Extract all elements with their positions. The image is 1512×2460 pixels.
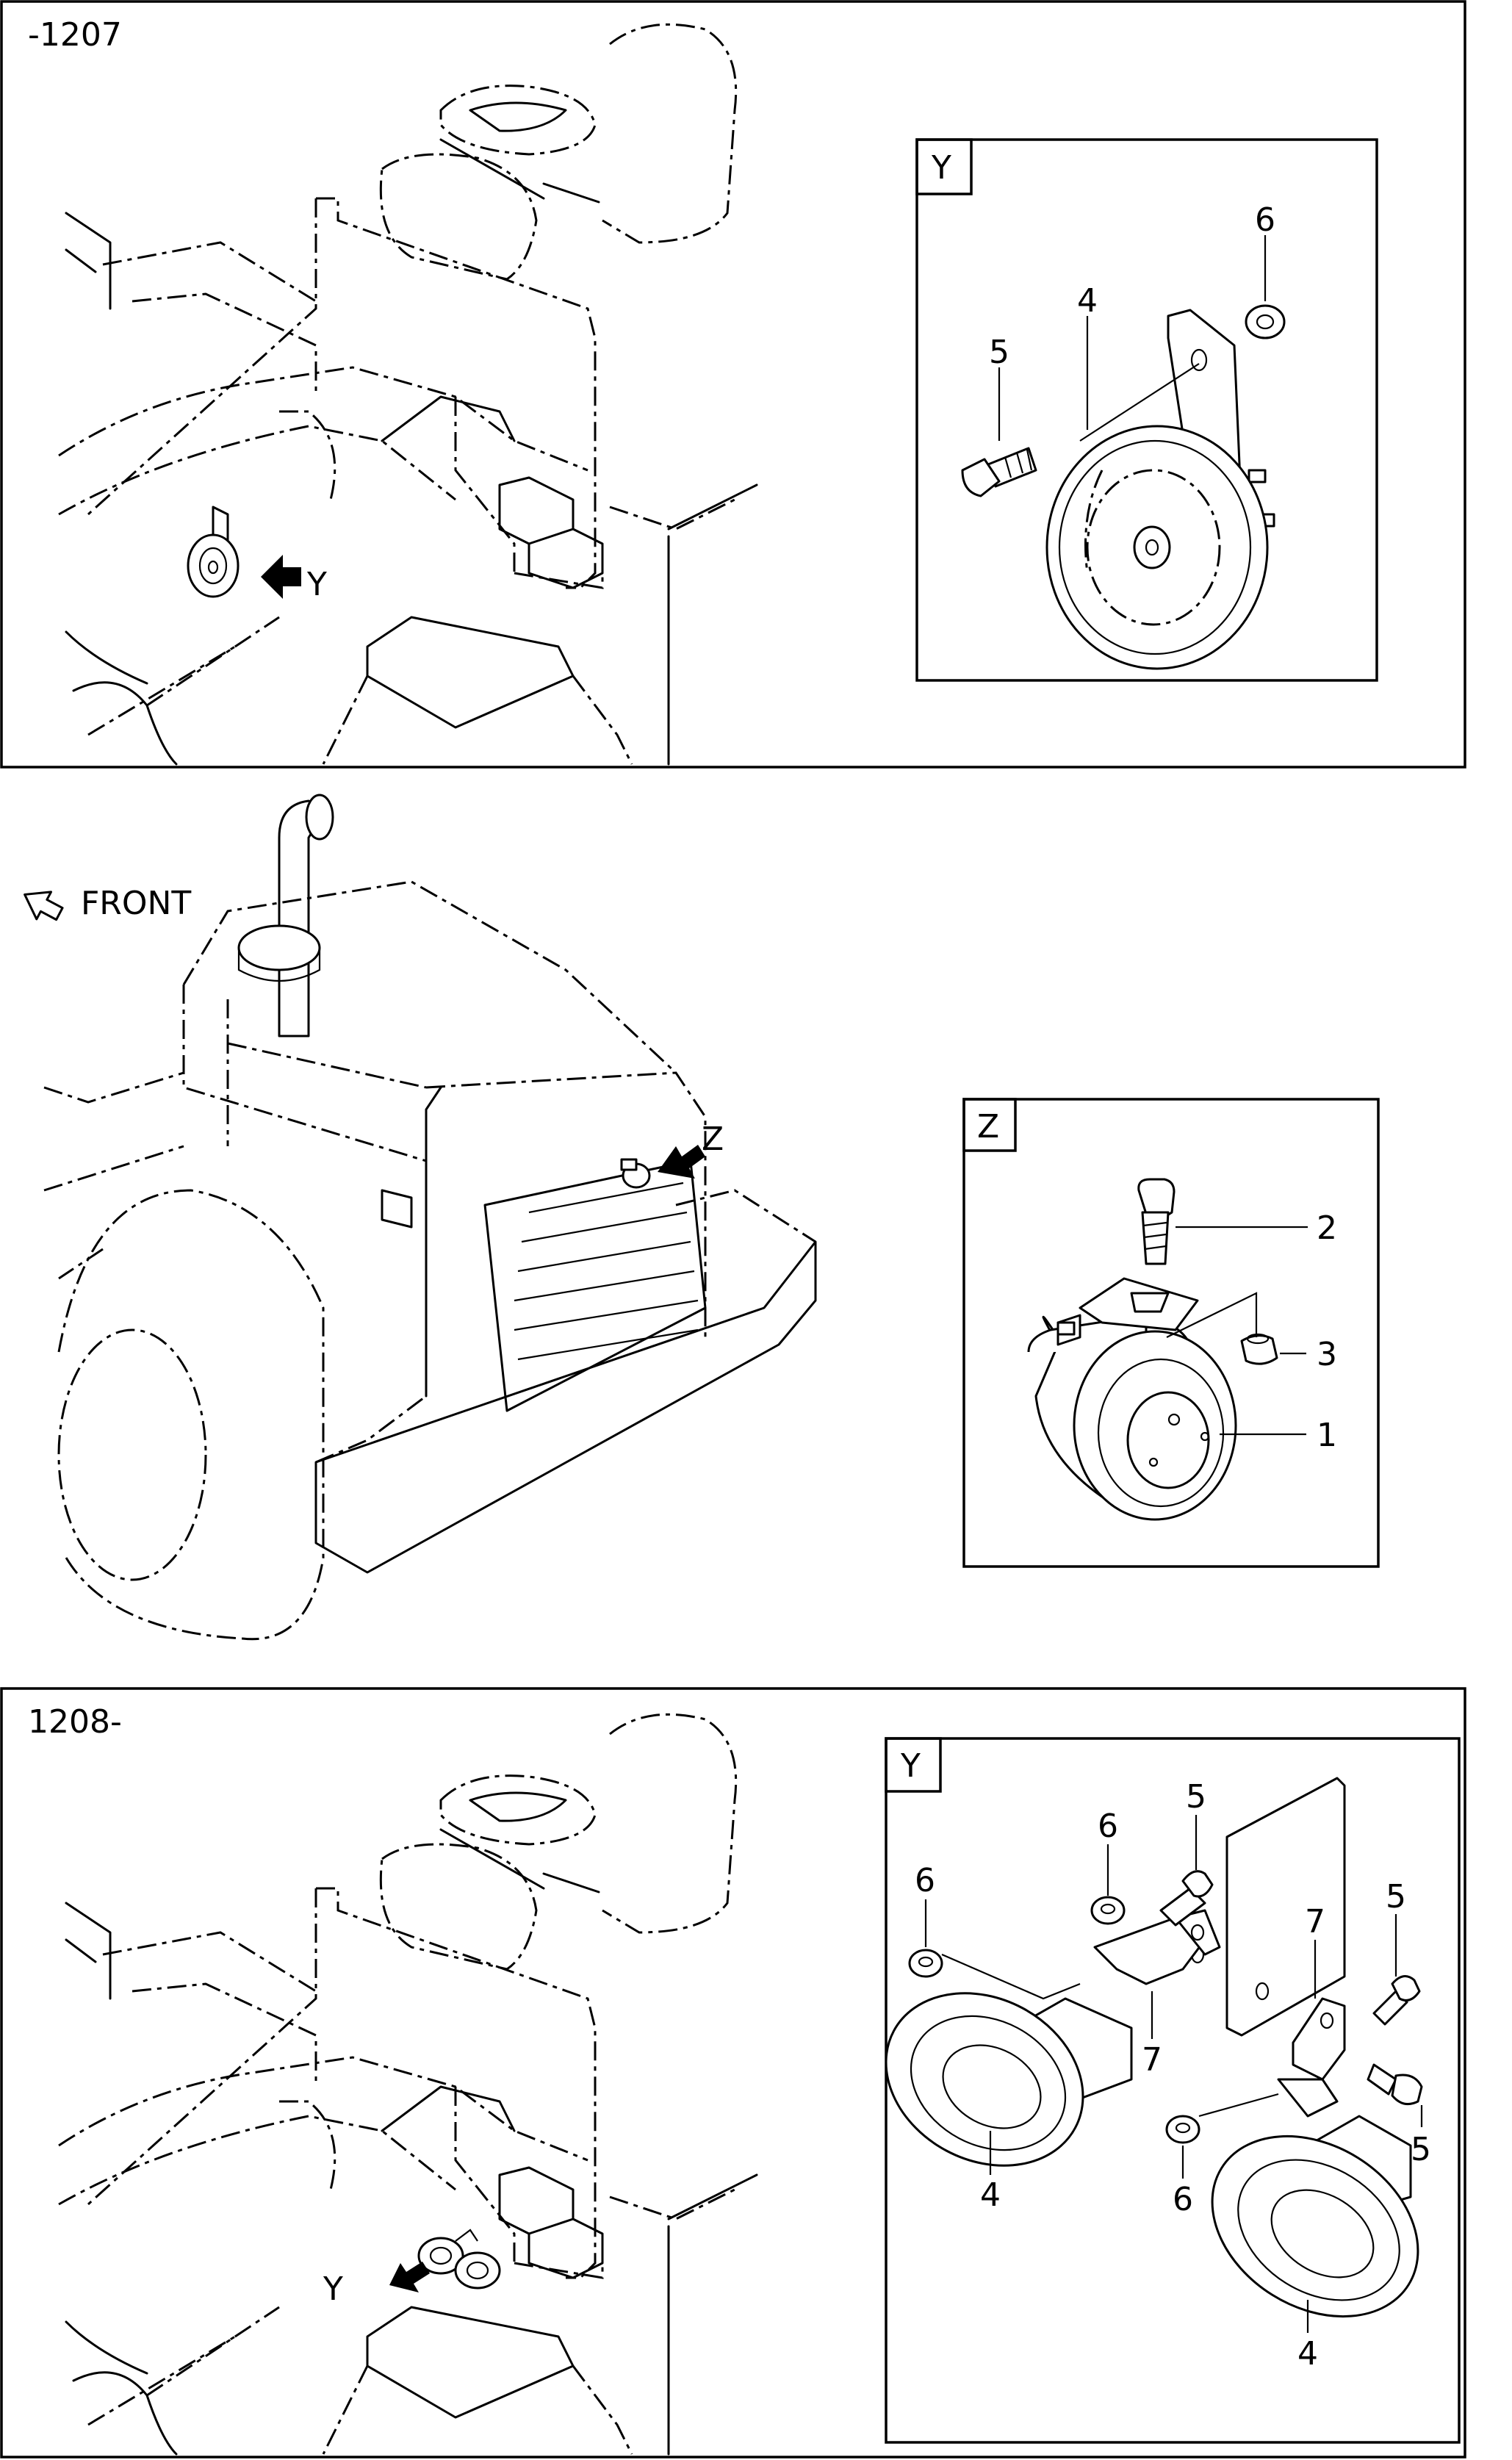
- panel-1-horn-detail: [961, 235, 1286, 670]
- panel-3-detail-frame: [885, 1737, 1461, 2444]
- front-label: FRONT: [81, 885, 191, 922]
- panel-3-detail-tag: [885, 1737, 942, 1793]
- panel-3-horn-location: [417, 2229, 501, 2290]
- panel-2-z-arrow-icon: [658, 1145, 705, 1179]
- panel-1-frame: [0, 0, 1466, 769]
- panel-3-pointer-label: Y: [323, 2270, 343, 2308]
- front-arrow-icon: [24, 891, 64, 921]
- panel-3-callout-4-left: 4: [980, 2176, 1001, 2214]
- panel-1-view-label: Y: [931, 149, 951, 187]
- panel-2-callout-2: 2: [1317, 1209, 1337, 1247]
- panel-3-horns-detail: [885, 1777, 1423, 2333]
- panel-2-pointer-label: Z: [702, 1121, 724, 1158]
- panel-2-callout-1: 1: [1317, 1417, 1337, 1454]
- panel-3-callout-5-bottom: 5: [1411, 2131, 1431, 2168]
- panel-1-callout-6: 6: [1255, 201, 1275, 239]
- panel-1-detail-frame: [915, 138, 1378, 682]
- panel-2-view-label: Z: [977, 1108, 999, 1146]
- panel-3-callout-5-right: 5: [1386, 1878, 1406, 1916]
- panel-1: -1207: [0, 0, 1466, 769]
- panel-2-detail-tag: [962, 1098, 1017, 1152]
- panel-1-callout-5: 5: [989, 334, 1009, 371]
- panel-3-callout-6-left: 6: [915, 1862, 935, 1899]
- panel-3-callout-6-mid: 6: [1098, 1808, 1118, 1845]
- panel-3-range-label: 1208-: [28, 1703, 122, 1741]
- panel-3-y-arrow-icon: [389, 2262, 430, 2292]
- panel-2-horn-location: [620, 1158, 651, 1189]
- panel-1-callout-4: 4: [1077, 282, 1098, 320]
- panel-3-vehicle-drawing: [58, 1713, 758, 2456]
- panel-3-callout-7-left: 7: [1142, 2041, 1162, 2079]
- panel-1-pointer-label: Y: [306, 566, 327, 603]
- panel-1-horn-location: [187, 506, 240, 598]
- panel-1-detail-tag: [915, 138, 973, 195]
- panel-3-callout-5-top: 5: [1186, 1778, 1206, 1816]
- panel-3-frame: [0, 1687, 1466, 2459]
- panel-2: FRONT: [24, 794, 1380, 1641]
- panel-3-callout-6-bottom: 6: [1173, 2181, 1193, 2218]
- panel-3-callout-4-right: 4: [1297, 2335, 1318, 2373]
- panel-3-callout-7-right: 7: [1305, 1903, 1325, 1941]
- panel-1-vehicle-drawing: [58, 23, 758, 766]
- panel-1-range-label: -1207: [28, 16, 122, 54]
- panel-2-callout-3: 3: [1317, 1336, 1337, 1373]
- panel-3-view-label: Y: [900, 1747, 921, 1785]
- panel-2-detail-frame: [962, 1098, 1380, 1568]
- panel-3: 1208-: [0, 1687, 1466, 2459]
- panel-2-horn-detail: [1027, 1178, 1308, 1521]
- panel-1-y-arrow-icon: [261, 555, 301, 599]
